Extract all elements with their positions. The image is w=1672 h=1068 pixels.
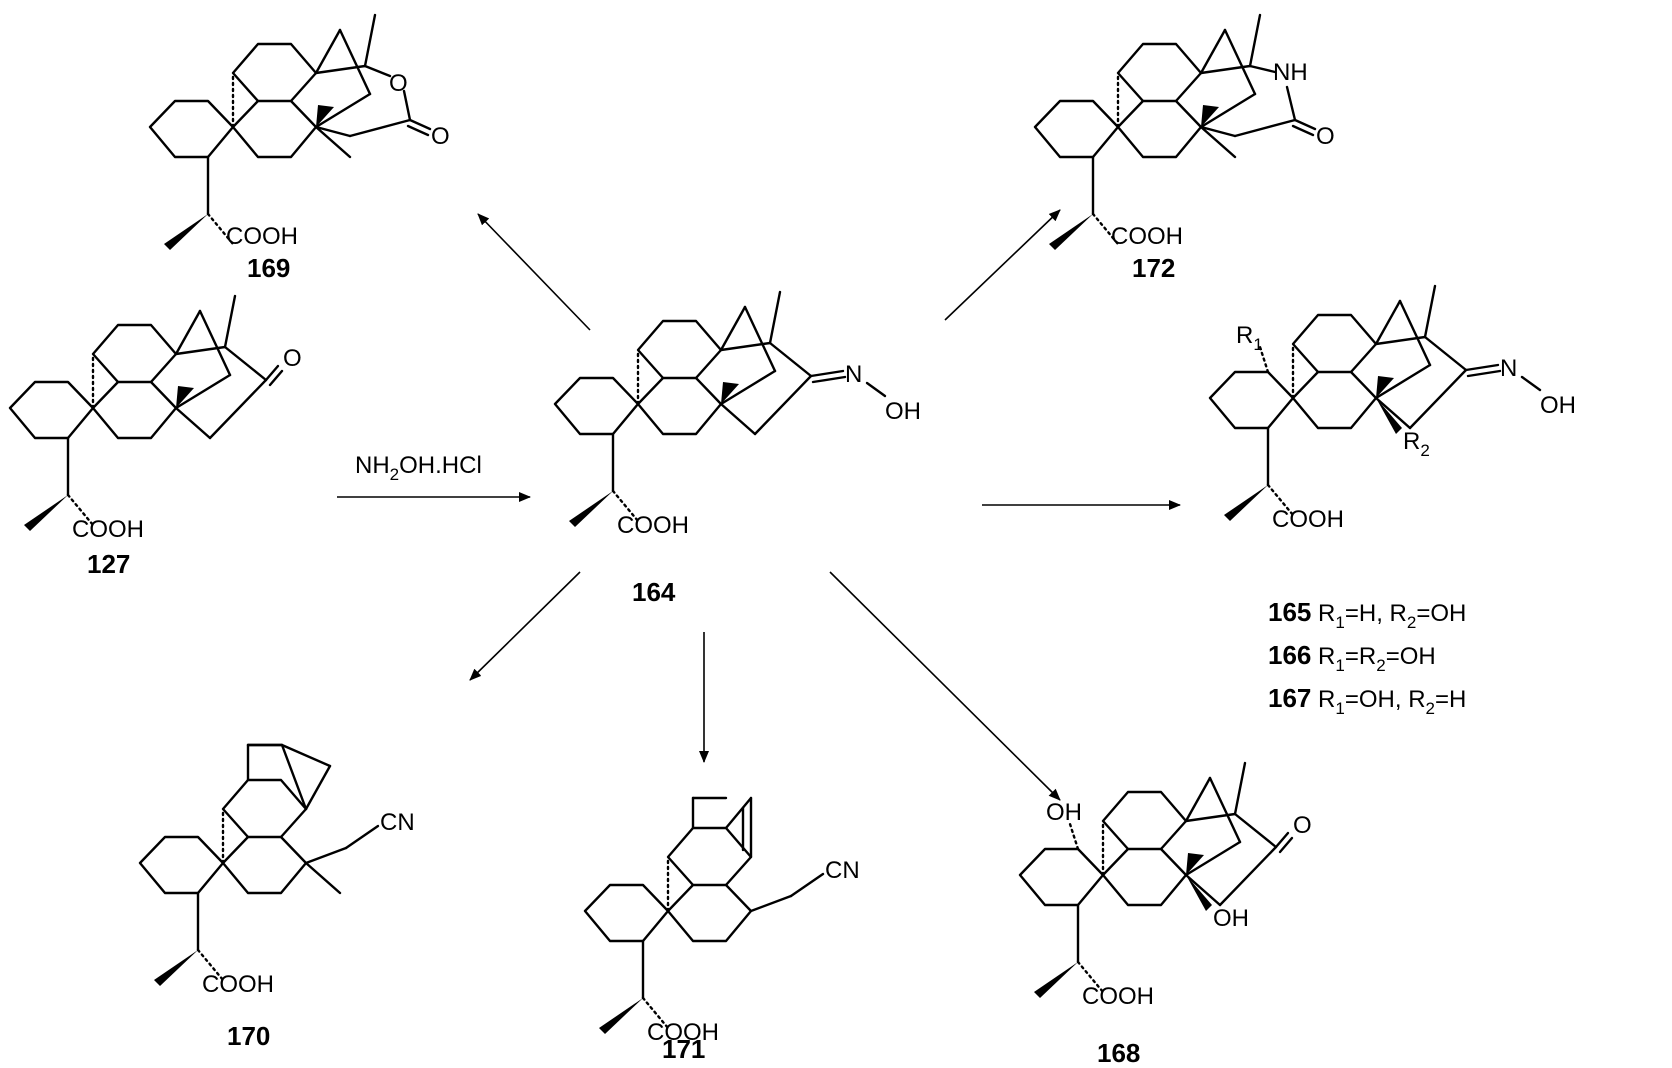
compound-172-skeleton [1033,13,1317,250]
substituent-legend: 165 R1=H, R2=OH 166 R1=R2=OH 167 R1=OH, … [1268,597,1466,718]
compound-168-oh1-label: OH [1046,799,1082,826]
compound-171-id: 171 [662,1034,705,1064]
compound-164-id: 164 [632,577,676,607]
compound-127-id: 127 [87,549,130,579]
compound-170-acid-label: COOH [202,971,274,998]
compound-172-id: 172 [1132,253,1175,283]
compound-165-167-acid-label: COOH [1272,506,1344,533]
compound-168-oh2-label: OH [1213,905,1249,932]
compound-127-acid-label: COOH [72,516,144,543]
compound-170-skeleton [138,743,380,986]
compound-172-nh-label: NH [1273,59,1308,86]
compound-170-id: 170 [227,1021,270,1051]
compound-171-acid-label: COOH [647,1019,719,1046]
compound-170: CN COOH 170 [138,743,415,1051]
compound-168-id: 168 [1097,1038,1140,1068]
compound-172-keto-o-label: O [1316,123,1335,150]
compound-171-skeleton [583,796,825,1034]
compound-169-acid-label: COOH [226,223,298,250]
compound-165-167-r2-label: R2 [1403,428,1430,460]
compound-169-ring-o-label: O [389,70,408,97]
compound-165-167: R1 R2 N OH COOH [1208,284,1576,533]
compound-169: O O COOH 169 [148,13,450,283]
compound-169-keto-o-label: O [431,123,450,150]
arrow-164-to-169 [477,213,591,331]
compound-165-167-r1-label: R1 [1236,322,1263,354]
compound-169-id: 169 [247,253,290,283]
arrow-164-to-172 [944,209,1061,321]
arrow-164-to-168 [829,571,1061,801]
compound-164-n-label: N [845,361,862,388]
arrow-164-to-170 [469,571,581,681]
compound-172: NH O COOH 172 [1033,13,1335,283]
compound-171-cn-label: CN [825,857,860,884]
reagent-label: NH2OH.HCl [355,452,482,484]
compound-127-keto-o-label: O [283,345,302,372]
compound-168: O OH OH COOH 168 [1018,761,1312,1068]
compound-168-skeleton [1018,761,1294,998]
compound-127: COOH O 127 [8,294,302,579]
legend-row-167: 167 R1=OH, R2=H [1268,683,1466,718]
compound-170-cn-label: CN [380,809,415,836]
compound-169-skeleton [148,13,432,250]
compound-168-acid-label: COOH [1082,983,1154,1010]
reaction-arrows: NH2OH.HCl [337,209,1181,801]
compound-165-167-oh-label: OH [1540,392,1576,419]
compound-164: N OH COOH 164 [553,290,921,607]
legend-row-166: 166 R1=R2=OH [1268,640,1436,675]
legend-row-165: 165 R1=H, R2=OH [1268,597,1466,632]
compound-164-oh-label: OH [885,398,921,425]
compound-164-skeleton [553,290,887,527]
compound-172-acid-label: COOH [1111,223,1183,250]
compound-164-acid-label: COOH [617,512,689,539]
compound-165-167-skeleton [1208,284,1542,521]
compound-171: CN COOH 171 [583,796,860,1064]
compound-165-167-n-label: N [1500,355,1517,382]
compound-127-skeleton [8,294,284,531]
compound-168-keto-o-label: O [1293,812,1312,839]
